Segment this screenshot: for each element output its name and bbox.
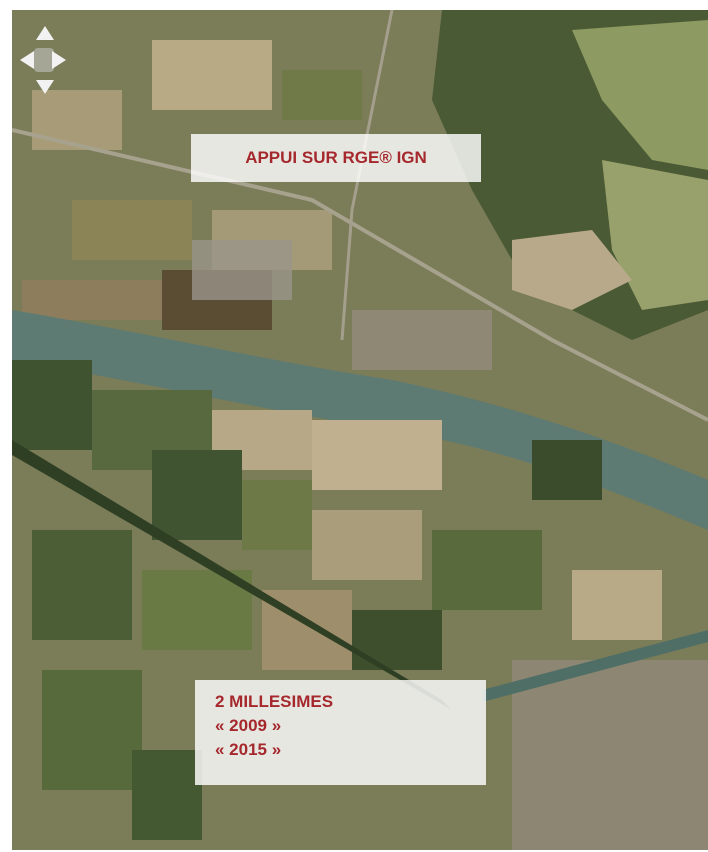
source-label-text: APPUI SUR RGE® IGN bbox=[245, 148, 427, 167]
pan-center bbox=[34, 48, 54, 72]
source-label: APPUI SUR RGE® IGN bbox=[191, 134, 481, 182]
aerial-map[interactable]: APPUI SUR RGE® IGN 2 MILLESIMES « 2009 »… bbox=[12, 10, 708, 850]
millesimes-label: 2 MILLESIMES « 2009 » « 2015 » bbox=[195, 680, 486, 785]
arrow-up-icon[interactable] bbox=[36, 26, 54, 40]
pan-control[interactable] bbox=[20, 26, 70, 96]
arrow-down-icon[interactable] bbox=[36, 80, 54, 94]
millesimes-title: 2 MILLESIMES bbox=[215, 692, 334, 711]
arrow-right-icon[interactable] bbox=[52, 51, 66, 69]
year-2009: « 2009 » bbox=[215, 716, 282, 735]
arrow-left-icon[interactable] bbox=[20, 51, 34, 69]
year-2015: « 2015 » bbox=[215, 740, 282, 759]
